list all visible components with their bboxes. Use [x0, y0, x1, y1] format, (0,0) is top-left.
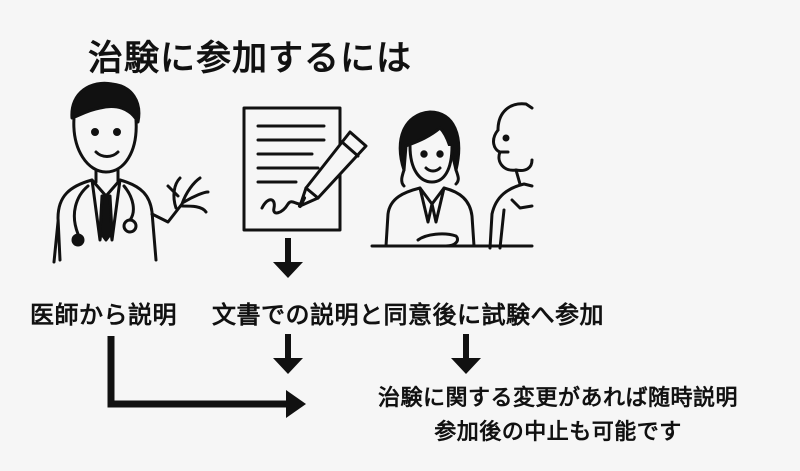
arrow-labels-down-left	[273, 334, 303, 374]
consultation-icon	[370, 102, 534, 250]
signed-document-icon	[242, 106, 368, 232]
arrow-doctor-bend	[107, 336, 306, 418]
step-label-document: 文書での説明と同意後に試験へ参加	[212, 301, 604, 329]
doctor-icon	[52, 81, 210, 264]
arrow-document-down	[273, 238, 303, 278]
page-title: 治験に参加するには	[88, 39, 413, 79]
note-line-1: 治験に関する変更があれば随時説明	[377, 386, 738, 411]
step-label-doctor: 医師から説明	[30, 301, 177, 329]
arrow-labels-down-right	[451, 334, 481, 374]
note-line-2: 参加後の中止も可能です	[434, 420, 682, 445]
